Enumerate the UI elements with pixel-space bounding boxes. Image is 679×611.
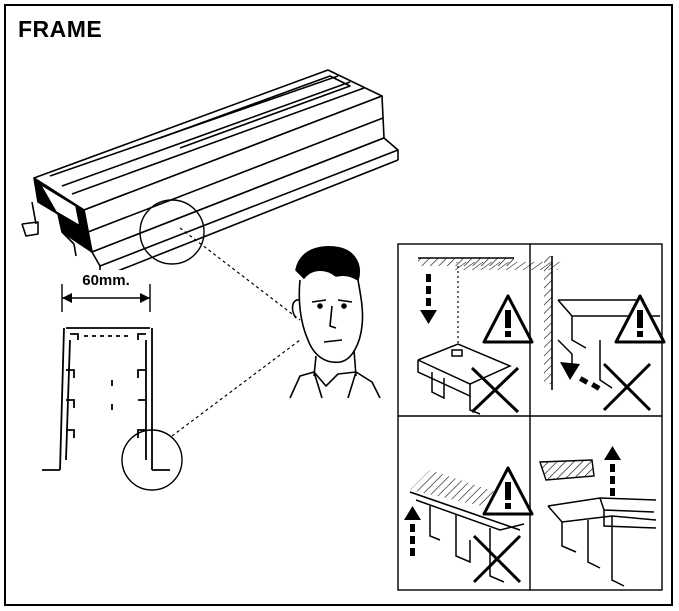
down-arrow-icon <box>420 274 437 324</box>
cross-icon <box>470 366 520 414</box>
detail-circle-rail <box>139 199 205 265</box>
page-frame-border <box>4 4 673 606</box>
panel-top-right <box>453 256 666 412</box>
warning-icon <box>482 294 534 344</box>
instruction-panels <box>397 243 663 591</box>
dotted-leader-line <box>179 227 301 321</box>
inspector-figure <box>289 246 381 399</box>
profile-width-label: 60mm. <box>82 272 130 289</box>
detail-circle-profile <box>121 429 183 491</box>
panel-bottom-right <box>539 446 657 587</box>
cross-icon <box>472 534 522 584</box>
up-arrow-icon <box>604 446 621 496</box>
page-title: FRAME <box>18 16 103 42</box>
up-arrow-icon <box>404 506 421 556</box>
warning-icon <box>482 466 534 516</box>
warning-icon <box>614 294 666 344</box>
panel-bottom-left <box>404 466 534 584</box>
rail-isometric <box>21 69 399 279</box>
cross-icon <box>602 362 652 412</box>
diagonal-arrow-icon <box>560 362 601 391</box>
profile-cross-section: 60mm. <box>42 270 301 491</box>
